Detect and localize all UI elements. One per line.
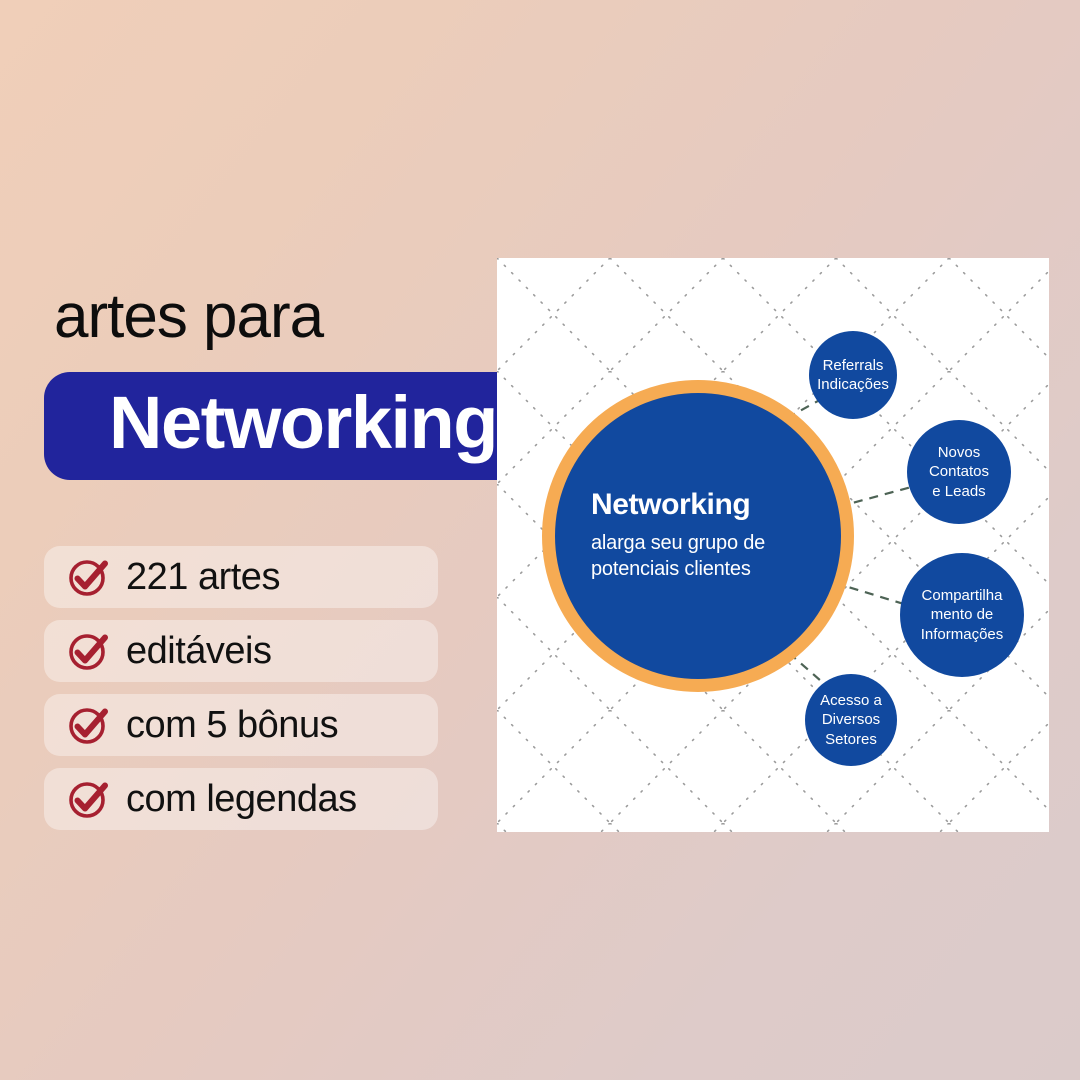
list-item-label: 221 artes	[126, 556, 280, 598]
product-name-badge: Networking	[44, 372, 562, 480]
feature-checklist: 221 artes editáveis co	[44, 546, 574, 830]
diagram-node-referrals: Referrals Indicações	[809, 331, 897, 419]
list-item-label: editáveis	[126, 630, 272, 672]
check-circle-icon	[66, 629, 110, 673]
list-item: com legendas	[44, 768, 438, 830]
sample-art-card: Networking alarga seu grupo de potenciai…	[497, 258, 1049, 832]
networking-bubble-diagram: Networking alarga seu grupo de potenciai…	[497, 258, 1049, 832]
check-circle-icon	[66, 777, 110, 821]
page-title: artes para	[54, 282, 324, 351]
check-circle-icon	[66, 703, 110, 747]
diagram-node-label: Referrals Indicações	[817, 356, 889, 393]
promo-left-column: artes para Networking 221 artes	[44, 286, 574, 842]
diagram-node-label: Compartilha mento de Informações	[920, 587, 1004, 643]
diagram-node-label: Novos Contatos e Leads	[928, 444, 990, 500]
list-item-label: com legendas	[126, 778, 357, 820]
product-name-label: Networking	[109, 381, 498, 464]
diagram-node-novos-contatos: Novos Contatos e Leads	[907, 420, 1011, 524]
diagram-hub-node: Networking alarga seu grupo de potenciai…	[542, 380, 854, 692]
list-item: 221 artes	[44, 546, 438, 608]
list-item-label: com 5 bônus	[126, 704, 339, 746]
diagram-node-acesso-setores: Acesso a Diversos Setores	[805, 674, 897, 766]
hub-subtitle: alarga seu grupo de potenciais clientes	[591, 531, 766, 580]
list-item: editáveis	[44, 620, 438, 682]
hub-title: Networking	[591, 487, 751, 521]
diagram-node-compartilhamento: Compartilha mento de Informações	[900, 553, 1024, 677]
diagram-node-label: Acesso a Diversos Setores	[820, 692, 882, 748]
list-item: com 5 bônus	[44, 694, 438, 756]
check-circle-icon	[66, 555, 110, 599]
